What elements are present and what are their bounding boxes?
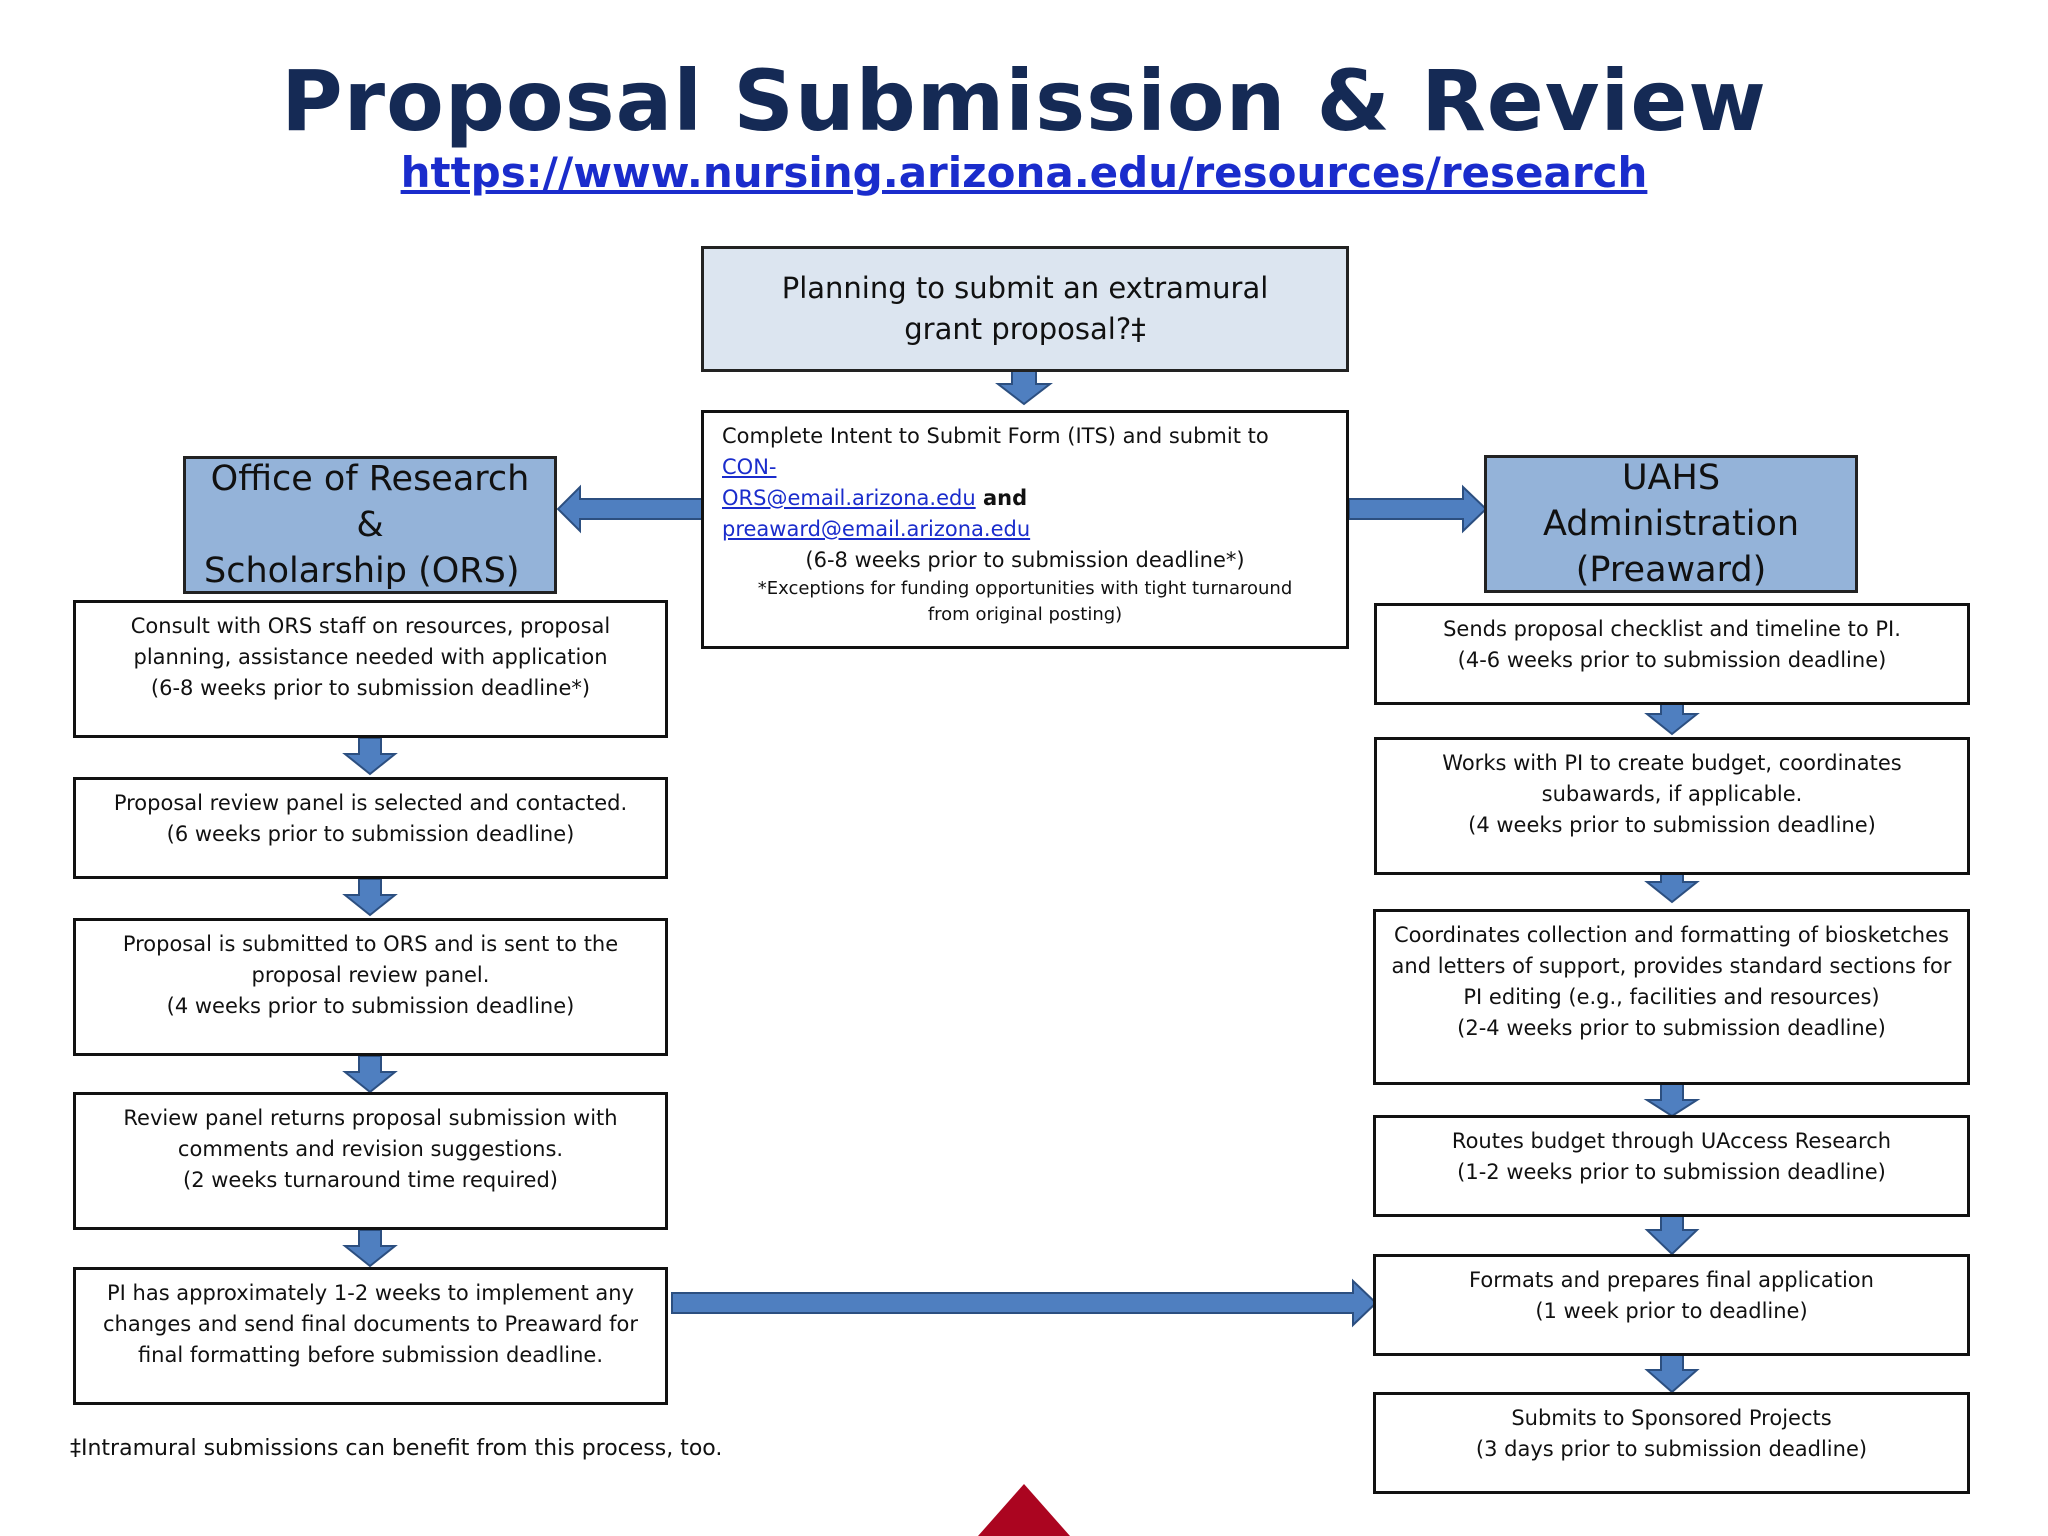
- preaward-step-2-line-3: (4 weeks prior to submission deadline): [1468, 813, 1876, 837]
- preaward-step-3-line-1: Coordinates collection and formatting of…: [1394, 923, 1949, 947]
- ors-step-5-line-2: changes and send final documents to Prea…: [103, 1312, 638, 1336]
- ors-step-3: Proposal is submitted to ORS and is sent…: [73, 918, 668, 1056]
- preaward-header-line-2: (Preaward): [1575, 550, 1767, 590]
- preaward-step-6-line-1: Submits to Sponsored Projects: [1511, 1406, 1832, 1430]
- preaward-step-3: Coordinates collection and formatting of…: [1373, 909, 1970, 1085]
- planning-line-1: Planning to submit an extramural: [781, 271, 1269, 305]
- ors-step-4-line-2: comments and revision suggestions.: [177, 1137, 564, 1161]
- arrow-down-left-2: [342, 878, 398, 917]
- preaward-header-line-1: UAHS Administration: [1542, 458, 1800, 544]
- ors-step-5: PI has approximately 1-2 weeks to implem…: [73, 1267, 668, 1405]
- preaward-step-3-line-3: PI editing (e.g., facilities and resourc…: [1463, 985, 1880, 1009]
- preaward-step-5-line-1: Formats and prepares final application: [1469, 1268, 1874, 1292]
- preaward-step-3-line-2: and letters of support, provides standar…: [1391, 954, 1952, 978]
- ors-step-3-line-2: proposal review panel.: [251, 963, 490, 987]
- preaward-step-1: Sends proposal checklist and timeline to…: [1374, 603, 1970, 705]
- arrow-right-preaward: [1348, 484, 1488, 534]
- ors-step-1: Consult with ORS staff on resources, pro…: [73, 600, 668, 738]
- preaward-step-2-line-2: subawards, if applicable.: [1541, 782, 1803, 806]
- arrow-down-right-4: [1644, 1213, 1700, 1256]
- ors-step-1-line-1: Consult with ORS staff on resources, pro…: [130, 614, 611, 638]
- preaward-step-3-line-4: (2-4 weeks prior to submission deadline): [1457, 1016, 1886, 1040]
- arrow-down-top: [995, 366, 1053, 406]
- ors-step-5-line-3: final formatting before submission deadl…: [137, 1343, 604, 1367]
- ors-step-4: Review panel returns proposal submission…: [73, 1092, 668, 1230]
- arrow-down-left-4: [342, 1229, 398, 1268]
- preaward-step-4-line-2: (1-2 weeks prior to submission deadline): [1457, 1160, 1886, 1184]
- preaward-step-6: Submits to Sponsored Projects (3 days pr…: [1373, 1392, 1970, 1494]
- ors-step-3-line-1: Proposal is submitted to ORS and is sent…: [122, 932, 619, 956]
- research-url-link[interactable]: https://www.nursing.arizona.edu/resource…: [400, 148, 1648, 197]
- ors-step-1-line-3: (6-8 weeks prior to submission deadline*…: [150, 676, 591, 700]
- ors-step-2-line-2: (6 weeks prior to submission deadline): [166, 822, 575, 846]
- preaward-step-4: Routes budget through UAccess Research (…: [1373, 1115, 1970, 1217]
- ors-step-3-line-3: (4 weeks prior to submission deadline): [166, 994, 575, 1018]
- ors-step-4-line-1: Review panel returns proposal submission…: [123, 1106, 618, 1130]
- arrow-down-right-5: [1644, 1353, 1700, 1394]
- arrow-right-final: [671, 1278, 1378, 1328]
- preaward-step-1-line-2: (4-6 weeks prior to submission deadline): [1457, 648, 1887, 672]
- planning-box: Planning to submit an extramural grant p…: [701, 246, 1349, 372]
- ors-step-2-line-1: Proposal review panel is selected and co…: [113, 791, 628, 815]
- preaward-header-box: UAHS Administration (Preaward): [1484, 455, 1858, 593]
- preaward-step-5: Formats and prepares final application (…: [1373, 1254, 1970, 1356]
- footnote: ‡Intramural submissions can benefit from…: [70, 1436, 723, 1461]
- arrow-down-left-3: [342, 1055, 398, 1094]
- arrow-left-ors: [556, 484, 703, 534]
- preaward-step-6-line-2: (3 days prior to submission deadline): [1475, 1437, 1868, 1461]
- ors-step-1-line-2: planning, assistance needed with applica…: [133, 645, 608, 669]
- arrow-down-right-3: [1643, 1083, 1701, 1118]
- its-instructions: Complete Intent to Submit Form (ITS) and…: [722, 424, 1269, 541]
- arrow-down-left-1: [342, 737, 398, 776]
- page-title: Proposal Submission & Review: [281, 52, 1767, 150]
- its-exception-2: from original posting): [927, 604, 1123, 625]
- its-timing: (6-8 weeks prior to submission deadline*…: [805, 548, 1245, 572]
- ors-step-4-line-3: (2 weeks turnaround time required): [183, 1168, 558, 1192]
- con-ors-email-link[interactable]: CON-ORS@email.arizona.edu: [722, 455, 976, 510]
- preaward-step-2-line-1: Works with PI to create budget, coordina…: [1442, 751, 1902, 775]
- preaward-step-2: Works with PI to create budget, coordina…: [1374, 737, 1970, 875]
- planning-line-2: grant proposal?‡: [904, 312, 1146, 346]
- intent-to-submit-box: Complete Intent to Submit Form (ITS) and…: [701, 410, 1349, 649]
- preaward-step-1-line-1: Sends proposal checklist and timeline to…: [1443, 617, 1901, 641]
- ors-header-line-1: Office of Research &: [210, 459, 530, 545]
- ors-step-2: Proposal review panel is selected and co…: [73, 777, 668, 879]
- preaward-email-link[interactable]: preaward@email.arizona.edu: [722, 517, 1031, 541]
- ors-step-5-line-1: PI has approximately 1-2 weeks to implem…: [106, 1281, 634, 1305]
- ors-header-box: Office of Research & Scholarship (ORS): [183, 456, 557, 594]
- preaward-step-4-line-1: Routes budget through UAccess Research: [1451, 1129, 1892, 1153]
- university-logo-mark: [978, 1484, 1070, 1536]
- its-exception-1: *Exceptions for funding opportunities wi…: [757, 578, 1293, 599]
- ors-header-line-2: Scholarship (ORS): [204, 551, 520, 591]
- preaward-step-5-line-2: (1 week prior to deadline): [1535, 1299, 1808, 1323]
